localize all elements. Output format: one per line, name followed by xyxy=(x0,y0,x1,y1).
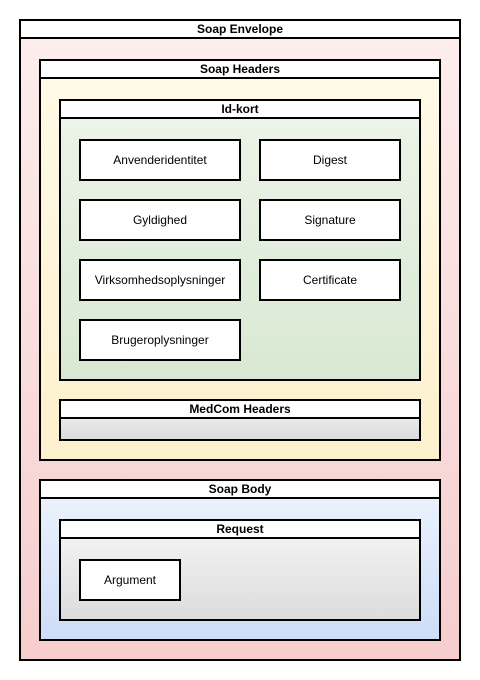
virksomhedsoplysninger-box: Virksomhedsoplysninger xyxy=(79,259,241,301)
gyldighed-box: Gyldighed xyxy=(79,199,241,241)
request-title: Request xyxy=(61,521,419,539)
soap-envelope-title: Soap Envelope xyxy=(21,21,459,39)
brugeroplysninger-box: Brugeroplysninger xyxy=(79,319,241,361)
id-kort-title: Id-kort xyxy=(61,101,419,119)
argument-box: Argument xyxy=(79,559,181,601)
soap-body-title: Soap Body xyxy=(41,481,439,499)
medcom-headers: MedCom Headers xyxy=(59,399,421,441)
soap-headers-title: Soap Headers xyxy=(41,61,439,79)
digest-box: Digest xyxy=(259,139,401,181)
anvenderidentitet-box: Anvenderidentitet xyxy=(79,139,241,181)
certificate-box: Certificate xyxy=(259,259,401,301)
medcom-headers-title: MedCom Headers xyxy=(61,401,419,419)
signature-box: Signature xyxy=(259,199,401,241)
